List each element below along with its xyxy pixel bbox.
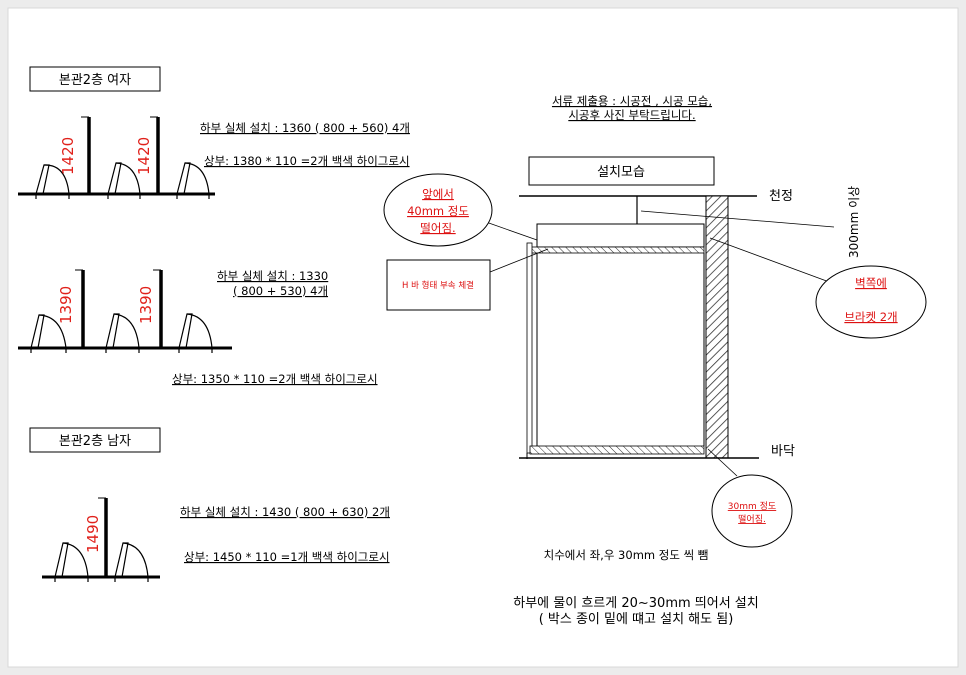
bubble-floor-line-1: 30mm 정도 [728, 501, 776, 512]
bubble-front-line-3: 떨어짐. [420, 221, 455, 235]
f2-lower-spec-1: 하부 실체 설치 : 1330 [217, 269, 328, 283]
side-frame [526, 242, 533, 454]
bubble-wall-bracket: 벽쪽에 브라켓 2개 [709, 237, 927, 339]
install-title-box [528, 156, 715, 186]
bottom-note-2: ( 박스 종이 밑에 떄고 설치 해도 됨) [539, 612, 734, 627]
bubble-wall-line-2: 브라켓 2개 [844, 310, 897, 324]
f1-lower-spec: 하부 실체 설치 : 1360 ( 800 + 560) 4개 [200, 121, 410, 135]
female-title: 본관2층 여자 [59, 73, 131, 88]
ceiling-label: 천정 [769, 189, 793, 204]
f2-height-b: 1390 [137, 286, 155, 324]
f2-lower-spec-2: ( 800 + 530) 4개 [233, 284, 328, 298]
dimension-note: 치수에서 좌,우 30mm 정도 씩 뺌 [544, 548, 709, 562]
paper [7, 7, 959, 668]
f1-upper-spec: 상부: 1380 * 110 =2개 백색 하이그로시 [204, 154, 410, 168]
female-title-box [29, 66, 161, 92]
bubble-front-line-1: 앞에서 [422, 187, 454, 201]
m1-height: 1490 [84, 515, 102, 553]
submission-note-2: 시공후 사진 부탁드립니다. [568, 108, 695, 122]
female-section: 본관2층 여자 [29, 66, 161, 92]
m1-lower-spec: 하부 실체 설치 : 1430 ( 800 + 630) 2개 [180, 505, 390, 519]
f2-upper-spec: 상부: 1350 * 110 =2개 백색 하이그로시 [172, 372, 378, 386]
stall-group-3 [42, 497, 160, 582]
bubble-floor-gap: 30mm 정도 떨어짐. [707, 448, 793, 548]
bubble-front-line-2: 40mm 정도 [407, 204, 469, 218]
hbar-label: H 바 형태 부속 체결 [402, 280, 474, 291]
m1-upper-spec: 상부: 1450 * 110 =1개 백색 하이그로시 [184, 550, 390, 564]
bubble-front-gap: 앞에서 40mm 정도 떨어짐. [383, 173, 538, 247]
install-section-drawing [519, 195, 835, 459]
hbar-note: H 바 형태 부속 체결 [386, 248, 549, 311]
upper-panel [536, 223, 705, 248]
bubble-wall-line-1: 벽쪽에 [855, 276, 887, 290]
stall-group-1 [18, 116, 215, 199]
f1-height-b: 1420 [135, 137, 153, 175]
install-title: 설치모습 [597, 165, 645, 180]
wall [705, 195, 729, 459]
bottom-note-1: 하부에 물이 흐르게 20~30mm 띄어서 설치 [513, 596, 758, 611]
floor-label: 바닥 [771, 444, 795, 459]
male-title: 본관2층 남자 [59, 434, 131, 449]
male-section: 본관2층 남자 [29, 427, 161, 453]
stall-group-2 [18, 269, 232, 353]
bubble-floor-line-2: 떨어짐. [738, 513, 766, 525]
submission-note-1: 서류 제출용 : 시공전 , 시공 모습, [552, 94, 712, 108]
f2-height-a: 1390 [57, 286, 75, 324]
upper-frame-hatch [529, 246, 705, 254]
lower-panel-hatch [529, 445, 705, 455]
clearance-label: 300mm 이상 [847, 186, 861, 258]
male-title-box [29, 427, 161, 453]
f1-height-a: 1420 [59, 137, 77, 175]
